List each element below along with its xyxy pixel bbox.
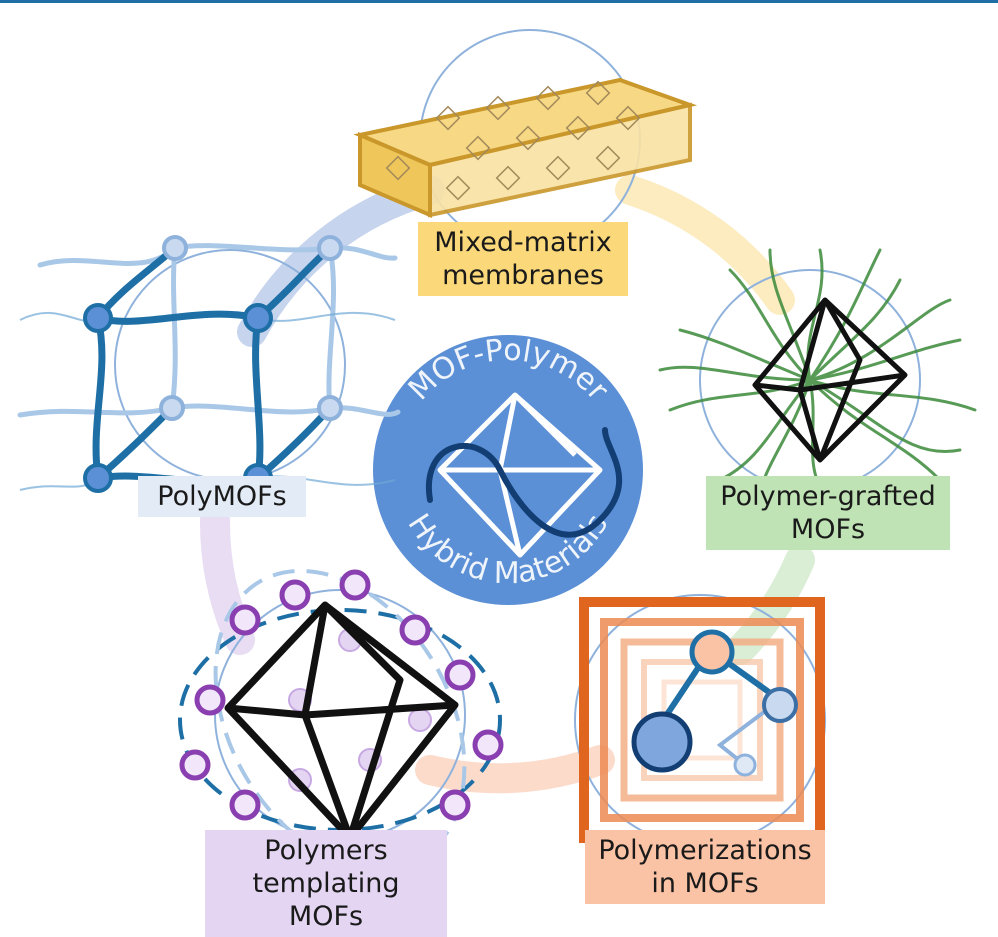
polymer-templating-mof-icon	[178, 568, 504, 872]
center-polymer-strand-icon	[425, 427, 623, 538]
label-line: Polymers	[264, 835, 388, 866]
ring-arc-yellow	[615, 175, 795, 315]
label-line: Mixed-matrix	[434, 227, 612, 258]
center-node: MOF-Polymer Hybrid Materials	[373, 333, 643, 605]
label-polymerizations-in-mofs: Polymerizations in MOFs	[585, 830, 825, 904]
label-polymers-templating-mofs: Polymers templating MOFs	[205, 830, 447, 937]
label-line: Polymerizations	[598, 835, 812, 866]
label-line: Polymer-grafted	[720, 481, 936, 512]
label-polymofs: PolyMOFs	[138, 476, 306, 517]
label-line: templating MOFs	[252, 868, 400, 932]
label-line: in MOFs	[651, 868, 759, 899]
label-line: membranes	[442, 260, 604, 291]
top-rule	[0, 0, 998, 3]
polymof-lattice-icon	[17, 235, 401, 493]
bg-circle-polymof	[114, 249, 346, 481]
label-polymer-grafted-mofs: Polymer-grafted MOFs	[706, 476, 950, 550]
label-line: MOFs	[790, 514, 866, 545]
membrane-slab-icon	[353, 77, 698, 219]
polymerization-in-mof-icon	[579, 597, 825, 843]
polymer-grafted-mof-icon	[658, 248, 977, 502]
label-mixed-matrix-membranes: Mixed-matrix membranes	[418, 222, 628, 296]
label-line: PolyMOFs	[157, 481, 287, 512]
